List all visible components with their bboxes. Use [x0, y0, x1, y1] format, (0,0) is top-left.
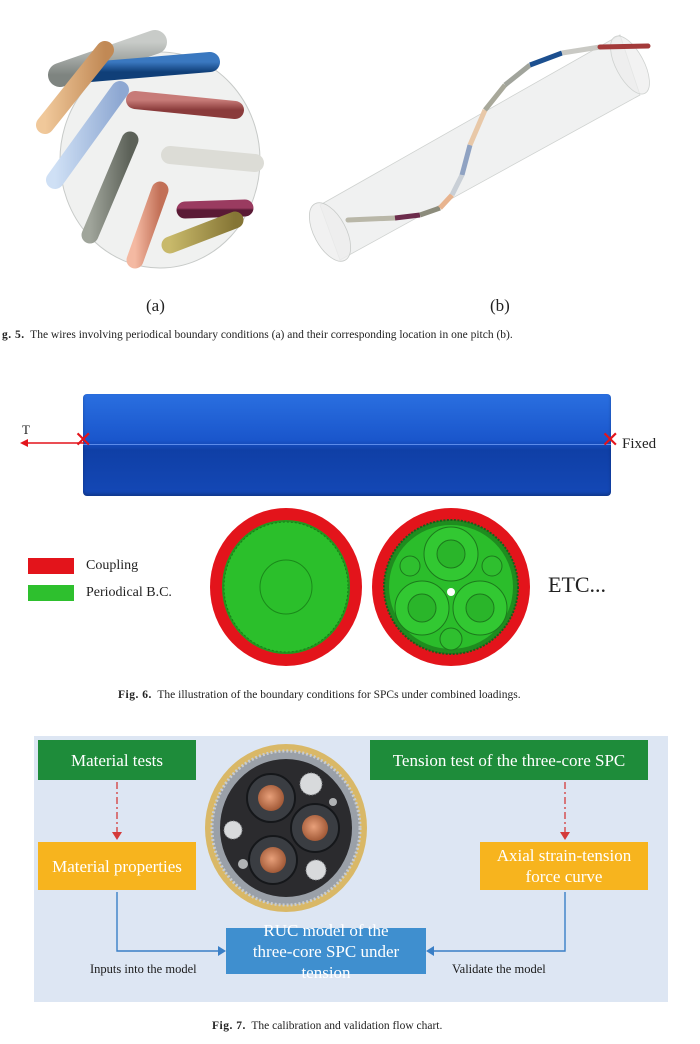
tension-label: T: [22, 422, 30, 437]
figure-5a-label: (a): [146, 296, 165, 315]
material-tests-box: Material tests: [38, 740, 196, 780]
flowchart-arrows: [112, 782, 570, 956]
cross-section-three-core: [372, 508, 530, 666]
figure-6-caption: Fig. 6. The illustration of the boundary…: [118, 689, 521, 701]
figure-5-caption-text: The wires involving periodical boundary …: [30, 329, 513, 341]
tension-test-box: Tension test of the three-core SPC: [370, 740, 648, 780]
etc-label: ETC...: [548, 572, 607, 597]
ruc-model-box: RUC model of the three-core SPC under te…: [226, 921, 426, 982]
figure-6-caption-prefix: Fig. 6.: [118, 689, 152, 701]
figure-7-caption-text: The calibration and validation flow char…: [251, 1020, 443, 1032]
figure-7-caption: Fig. 7. The calibration and validation f…: [212, 1020, 442, 1032]
fixed-label: Fixed: [622, 436, 657, 452]
figure-5-caption: g. 5. The wires involving periodical bou…: [2, 329, 513, 341]
figure-5b-pitch-illustration: [308, 34, 651, 262]
axial-curve-box: Axial strain-tension force curve: [480, 842, 648, 890]
coupling-cross-icon-left: ✕: [74, 428, 93, 453]
legend-label-periodical: Periodical B.C.: [86, 585, 172, 600]
figure-5: (a) (b) g. 5. The wires involving period…: [0, 0, 700, 341]
cable-body: [83, 394, 611, 496]
fixed-cross-icon-right: ✕: [601, 428, 620, 453]
validate-arrow-label: Validate the model: [452, 962, 546, 976]
figure-7-caption-prefix: Fig. 7.: [212, 1020, 246, 1032]
cross-section-solid: [210, 508, 362, 666]
inputs-arrow-label: Inputs into the model: [90, 962, 197, 976]
cable-midline: [83, 444, 611, 445]
figure-5a-wires-illustration: [36, 30, 264, 269]
legend-label-coupling: Coupling: [86, 558, 139, 573]
figure-6-caption-text: The illustration of the boundary conditi…: [157, 689, 521, 701]
figure-6: T ✕ ✕ Fixed Coupling Periodical B.C. ETC…: [0, 370, 700, 710]
legend-swatch-coupling: [28, 558, 74, 574]
figure-5b-label: (b): [490, 296, 510, 315]
spc-cable-cross-section-photo: [205, 744, 367, 912]
material-properties-box: Material properties: [38, 842, 196, 890]
figure-7: Material tests Tension test of the three…: [0, 730, 700, 1044]
tension-arrow: [20, 439, 84, 447]
figure-5-caption-prefix: g. 5.: [2, 329, 25, 341]
legend-swatch-periodical: [28, 585, 74, 601]
